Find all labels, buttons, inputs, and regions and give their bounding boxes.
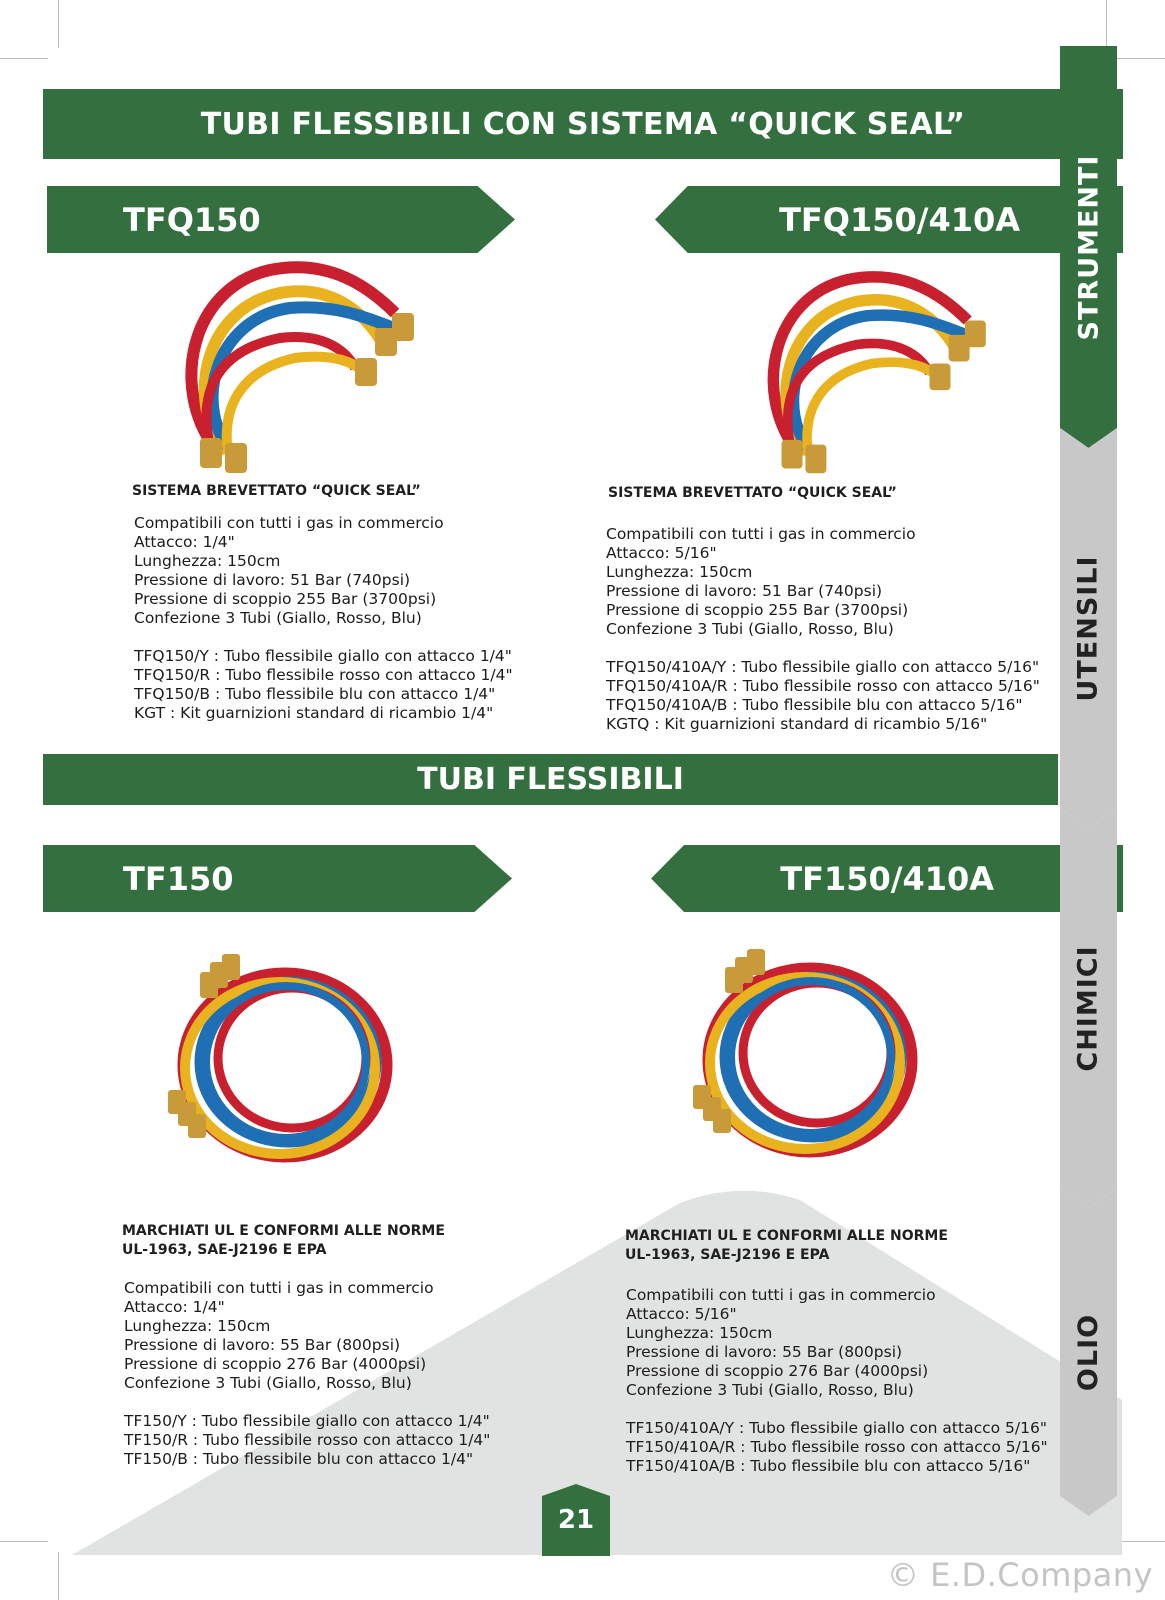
product-heading: MARCHIATI UL E CONFORMI ALLE NORME UL-19…	[122, 1222, 445, 1260]
spec-line: Lunghezza: 150cm	[124, 1317, 271, 1335]
section-title-banner: TUBI FLESSIBILI	[43, 754, 1058, 805]
section-title: TUBI FLESSIBILI	[417, 762, 684, 797]
hose-bundle-image	[767, 271, 986, 474]
spec-line: Pressione di lavoro: 55 Bar (800psi)	[626, 1343, 903, 1361]
product-heading-line: SISTEMA BREVETTATO “QUICK SEAL”	[608, 485, 897, 501]
product-variants: TFQ150/410A/Y : Tubo flessibile giallo c…	[606, 658, 1040, 734]
product-variants: TF150/Y : Tubo flessibile giallo con att…	[124, 1412, 490, 1469]
crop-mark	[0, 1541, 48, 1542]
product-heading: SISTEMA BREVETTATO “QUICK SEAL”	[132, 482, 421, 501]
spec-line: Confezione 3 Tubi (Giallo, Rosso, Blu)	[626, 1381, 914, 1399]
product-code: TFQ150/410A	[779, 200, 1020, 239]
variant-line: KGT : Kit guarnizioni standard di ricamb…	[134, 704, 494, 722]
product-code: TFQ150	[123, 200, 261, 239]
spec-line: Pressione di lavoro: 55 Bar (800psi)	[124, 1336, 401, 1354]
tab-label: STRUMENTI	[1073, 154, 1105, 340]
hose-bundle-image	[185, 261, 414, 473]
variant-line: TF150/410A/B : Tubo flessibile blu con a…	[626, 1457, 1031, 1475]
variant-line: TF150/410A/Y : Tubo flessibile giallo co…	[626, 1419, 1047, 1437]
product-heading-line: MARCHIATI UL E CONFORMI ALLE NORME	[625, 1228, 948, 1244]
spec-line: Attacco: 1/4"	[124, 1298, 225, 1316]
variant-line: TF150/410A/R : Tubo flessibile rosso con…	[626, 1438, 1048, 1456]
hose-coil-image	[693, 949, 918, 1158]
spec-line: Attacco: 5/16"	[626, 1305, 737, 1323]
crop-mark	[1117, 1541, 1165, 1542]
product-heading-line: UL-1963, SAE-J2196 E EPA	[625, 1247, 830, 1263]
watermark: © E.D.Company	[886, 1556, 1153, 1594]
spec-line: Compatibili con tutti i gas in commercio	[134, 514, 444, 532]
product-heading: MARCHIATI UL E CONFORMI ALLE NORME UL-19…	[625, 1227, 948, 1265]
tab-utensili[interactable]: UTENSILI	[1060, 428, 1117, 828]
spec-line: Attacco: 1/4"	[134, 533, 235, 551]
spec-line: Pressione di lavoro: 51 Bar (740psi)	[134, 571, 411, 589]
hose-coil-image	[168, 954, 393, 1163]
tab-strumenti[interactable]: STRUMENTI	[1060, 46, 1117, 448]
spec-line: Confezione 3 Tubi (Giallo, Rosso, Blu)	[134, 609, 422, 627]
crop-mark	[1106, 0, 1107, 48]
variant-line: TFQ150/410A/B : Tubo flessibile blu con …	[606, 696, 1023, 714]
variant-line: TFQ150/Y : Tubo flessibile giallo con at…	[134, 647, 512, 665]
spec-line: Lunghezza: 150cm	[606, 563, 753, 581]
product-code-banner: TF150	[43, 845, 512, 912]
product-heading-line: MARCHIATI UL E CONFORMI ALLE NORME	[122, 1223, 445, 1239]
variant-line: TF150/R : Tubo flessibile rosso con atta…	[124, 1431, 491, 1449]
spec-line: Attacco: 5/16"	[606, 544, 717, 562]
page-title: TUBI FLESSIBILI CON SISTEMA “QUICK SEAL”	[200, 106, 966, 142]
page-title-banner: TUBI FLESSIBILI CON SISTEMA “QUICK SEAL”	[43, 89, 1123, 159]
product-variants: TFQ150/Y : Tubo flessibile giallo con at…	[134, 647, 513, 723]
spec-line: Compatibili con tutti i gas in commercio	[606, 525, 916, 543]
spec-line: Lunghezza: 150cm	[134, 552, 281, 570]
tab-chimici[interactable]: CHIMICI	[1060, 808, 1117, 1208]
spec-line: Confezione 3 Tubi (Giallo, Rosso, Blu)	[124, 1374, 412, 1392]
variant-line: TFQ150/B : Tubo flessibile blu con attac…	[134, 685, 496, 703]
spec-line: Pressione di lavoro: 51 Bar (740psi)	[606, 582, 883, 600]
product-heading-line: SISTEMA BREVETTATO “QUICK SEAL”	[132, 483, 421, 499]
spec-line: Pressione di scoppio 255 Bar (3700psi)	[606, 601, 909, 619]
variant-line: TFQ150/410A/R : Tubo flessibile rosso co…	[606, 677, 1040, 695]
variant-line: TFQ150/R : Tubo flessibile rosso con att…	[134, 666, 513, 684]
product-variants: TF150/410A/Y : Tubo flessibile giallo co…	[626, 1419, 1048, 1476]
product-heading: SISTEMA BREVETTATO “QUICK SEAL”	[608, 484, 897, 503]
variant-line: TF150/B : Tubo flessibile blu con attacc…	[124, 1450, 474, 1468]
variant-line: TFQ150/410A/Y : Tubo flessibile giallo c…	[606, 658, 1040, 676]
product-code-banner: TFQ150/410A	[655, 186, 1123, 253]
spec-line: Lunghezza: 150cm	[626, 1324, 773, 1342]
tab-label: OLIO	[1073, 1313, 1104, 1391]
product-code-banner: TF150/410A	[651, 845, 1123, 912]
crop-mark	[58, 0, 59, 48]
product-heading-line: UL-1963, SAE-J2196 E EPA	[122, 1242, 327, 1258]
product-specs: Compatibili con tutti i gas in commercio…	[606, 525, 916, 639]
product-specs: Compatibili con tutti i gas in commercio…	[626, 1286, 936, 1400]
spec-line: Pressione di scoppio 276 Bar (4000psi)	[626, 1362, 929, 1380]
tab-label: UTENSILI	[1073, 554, 1104, 702]
product-specs: Compatibili con tutti i gas in commercio…	[134, 514, 444, 628]
crop-mark	[1117, 58, 1165, 59]
spec-line: Pressione di scoppio 255 Bar (3700psi)	[134, 590, 437, 608]
tab-olio[interactable]: OLIO	[1060, 1188, 1117, 1516]
variant-line: KGTQ : Kit guarnizioni standard di ricam…	[606, 715, 988, 733]
tab-label: CHIMICI	[1073, 944, 1105, 1072]
page-number: 21	[542, 1484, 610, 1556]
spec-line: Confezione 3 Tubi (Giallo, Rosso, Blu)	[606, 620, 894, 638]
crop-mark	[58, 1552, 59, 1600]
spec-line: Compatibili con tutti i gas in commercio	[124, 1279, 434, 1297]
product-code: TF150	[123, 859, 234, 898]
crop-mark	[0, 58, 48, 59]
spec-line: Pressione di scoppio 276 Bar (4000psi)	[124, 1355, 427, 1373]
variant-line: TF150/Y : Tubo flessibile giallo con att…	[124, 1412, 490, 1430]
product-code: TF150/410A	[780, 859, 994, 898]
page-number-text: 21	[557, 1505, 595, 1535]
category-sidebar: STRUMENTI UTENSILI CHIMICI OLIO	[1060, 46, 1117, 1516]
product-code-banner: TFQ150	[47, 186, 515, 253]
product-specs: Compatibili con tutti i gas in commercio…	[124, 1279, 434, 1393]
spec-line: Compatibili con tutti i gas in commercio	[626, 1286, 936, 1304]
